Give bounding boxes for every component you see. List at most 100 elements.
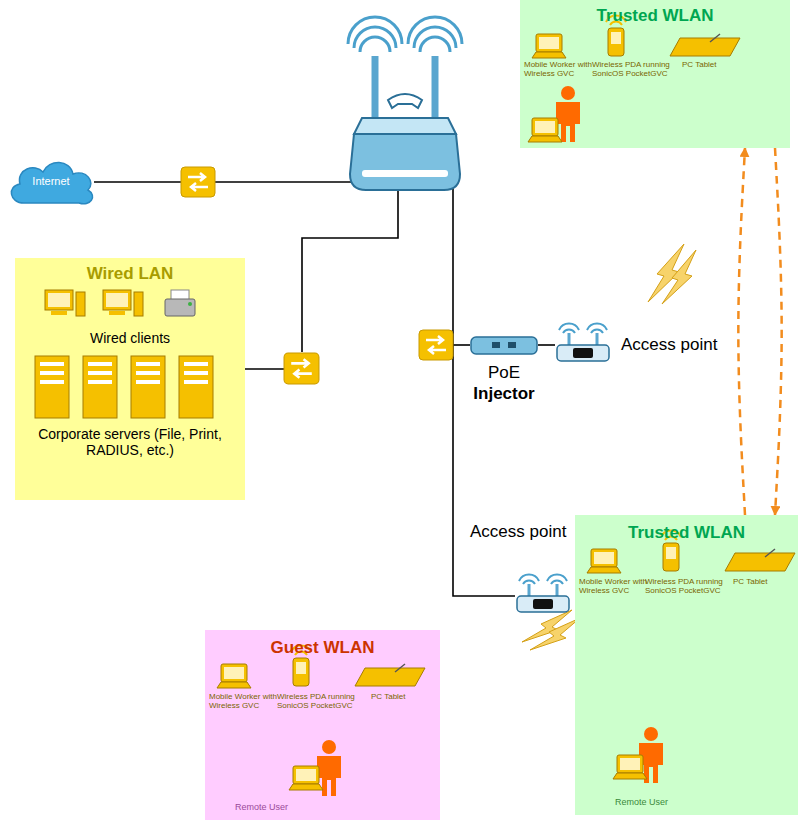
roaming-arrow bbox=[775, 148, 782, 515]
person-head bbox=[644, 727, 658, 741]
node-art bbox=[575, 515, 798, 815]
server-slot bbox=[184, 380, 208, 384]
router-icon bbox=[348, 17, 462, 190]
server-icon bbox=[35, 356, 69, 418]
poe-injector: PoEInjector bbox=[470, 333, 538, 407]
laptop-display bbox=[535, 121, 555, 133]
monitor-stand bbox=[109, 311, 125, 315]
person-body bbox=[556, 102, 580, 142]
tablet-icon bbox=[355, 664, 425, 686]
switch-icon bbox=[419, 330, 453, 360]
server-slot bbox=[40, 362, 64, 366]
server-slot bbox=[136, 371, 160, 375]
ap-signal bbox=[559, 324, 607, 333]
wire bbox=[245, 368, 284, 370]
router-top bbox=[354, 118, 456, 134]
injector-port bbox=[492, 342, 500, 348]
cable-connector bbox=[538, 344, 555, 346]
tablet-pen bbox=[765, 549, 775, 557]
ap-body bbox=[557, 345, 609, 361]
wired-lan-panel: Wired LANWired clientsCorporate servers … bbox=[15, 258, 245, 500]
trusted-wlan-panel: Trusted WLANMobile Worker with Wireless … bbox=[520, 0, 790, 148]
node-art bbox=[555, 327, 611, 363]
device-label: Access point bbox=[470, 522, 566, 542]
device-caption: PC Tablet bbox=[733, 577, 793, 586]
laptop-base bbox=[217, 682, 251, 688]
device-label: Access point bbox=[621, 335, 717, 355]
monitor-screen bbox=[48, 293, 70, 307]
signal-arcs bbox=[408, 17, 462, 52]
tablet-body bbox=[725, 553, 795, 571]
wire bbox=[302, 188, 398, 352]
device-caption: Mobile Worker with Wireless GVC bbox=[209, 692, 283, 710]
laptop-icon bbox=[289, 766, 323, 790]
laptop-icon bbox=[587, 549, 621, 573]
laptop-display bbox=[594, 552, 614, 564]
laptop-base bbox=[613, 773, 647, 779]
laptop-screen bbox=[532, 118, 558, 136]
tablet-body bbox=[670, 38, 740, 56]
phone-symbol bbox=[388, 94, 422, 108]
ap-signal bbox=[519, 575, 567, 584]
laptop-base bbox=[289, 784, 323, 790]
pda-body bbox=[293, 658, 309, 686]
router-body bbox=[350, 134, 460, 190]
pda-body bbox=[608, 28, 624, 56]
server-slot bbox=[184, 371, 208, 375]
server-rack bbox=[83, 356, 117, 418]
laptop-base bbox=[587, 567, 621, 573]
user-label: Remote User bbox=[615, 797, 735, 807]
device-caption: Mobile Worker with Wireless GVC bbox=[579, 577, 651, 595]
monitor-screen bbox=[106, 293, 128, 307]
server-icon bbox=[131, 356, 165, 418]
panel-title: Trusted WLAN bbox=[575, 523, 798, 543]
ap-panel bbox=[573, 348, 593, 358]
server-icon bbox=[83, 356, 117, 418]
pc-tower bbox=[76, 292, 85, 316]
tablet-icon bbox=[725, 549, 795, 571]
laptop-display bbox=[539, 37, 559, 49]
pda-screen bbox=[296, 662, 306, 674]
group-label: Wired clients bbox=[15, 330, 245, 346]
device-caption: Wireless PDA running SonicOS PocketGVC bbox=[645, 577, 729, 595]
laptop-screen bbox=[591, 549, 617, 567]
server-slot bbox=[136, 380, 160, 384]
access-point: Access point bbox=[515, 578, 571, 614]
node-art bbox=[15, 258, 245, 500]
injector-port bbox=[508, 342, 516, 348]
bolt bbox=[662, 250, 696, 304]
printer-light bbox=[188, 302, 192, 306]
laptop-icon bbox=[528, 118, 562, 142]
device-caption: Mobile Worker with Wireless GVC bbox=[524, 60, 598, 78]
server-slot bbox=[88, 371, 112, 375]
connector-group bbox=[538, 148, 782, 515]
laptop-icon bbox=[613, 755, 647, 779]
server-rack bbox=[35, 356, 69, 418]
person-head bbox=[561, 86, 575, 100]
network-wires bbox=[94, 182, 515, 596]
tablet-pen bbox=[710, 34, 720, 42]
monitor bbox=[103, 290, 131, 310]
laptop-icon bbox=[217, 664, 251, 688]
laptop-screen bbox=[617, 755, 643, 773]
node-art bbox=[205, 630, 440, 820]
antenna bbox=[372, 56, 379, 124]
laptop-screen bbox=[293, 766, 319, 784]
laptop-icon bbox=[532, 34, 566, 58]
ap-body bbox=[517, 596, 569, 612]
wire bbox=[453, 344, 470, 346]
server-slot bbox=[88, 362, 112, 366]
panel-title: Guest WLAN bbox=[205, 638, 440, 658]
antenna bbox=[432, 56, 439, 124]
router-stripe bbox=[362, 170, 448, 177]
cloud-label: Internet bbox=[6, 175, 96, 188]
computer-icon bbox=[45, 290, 85, 316]
panel-title: Wired LAN bbox=[15, 264, 245, 284]
laptop-display bbox=[296, 769, 316, 781]
tablet-pen bbox=[395, 664, 405, 672]
pda-screen bbox=[611, 32, 621, 44]
server-slot bbox=[184, 362, 208, 366]
laptop-display bbox=[620, 758, 640, 770]
roaming-arrow bbox=[738, 148, 745, 515]
